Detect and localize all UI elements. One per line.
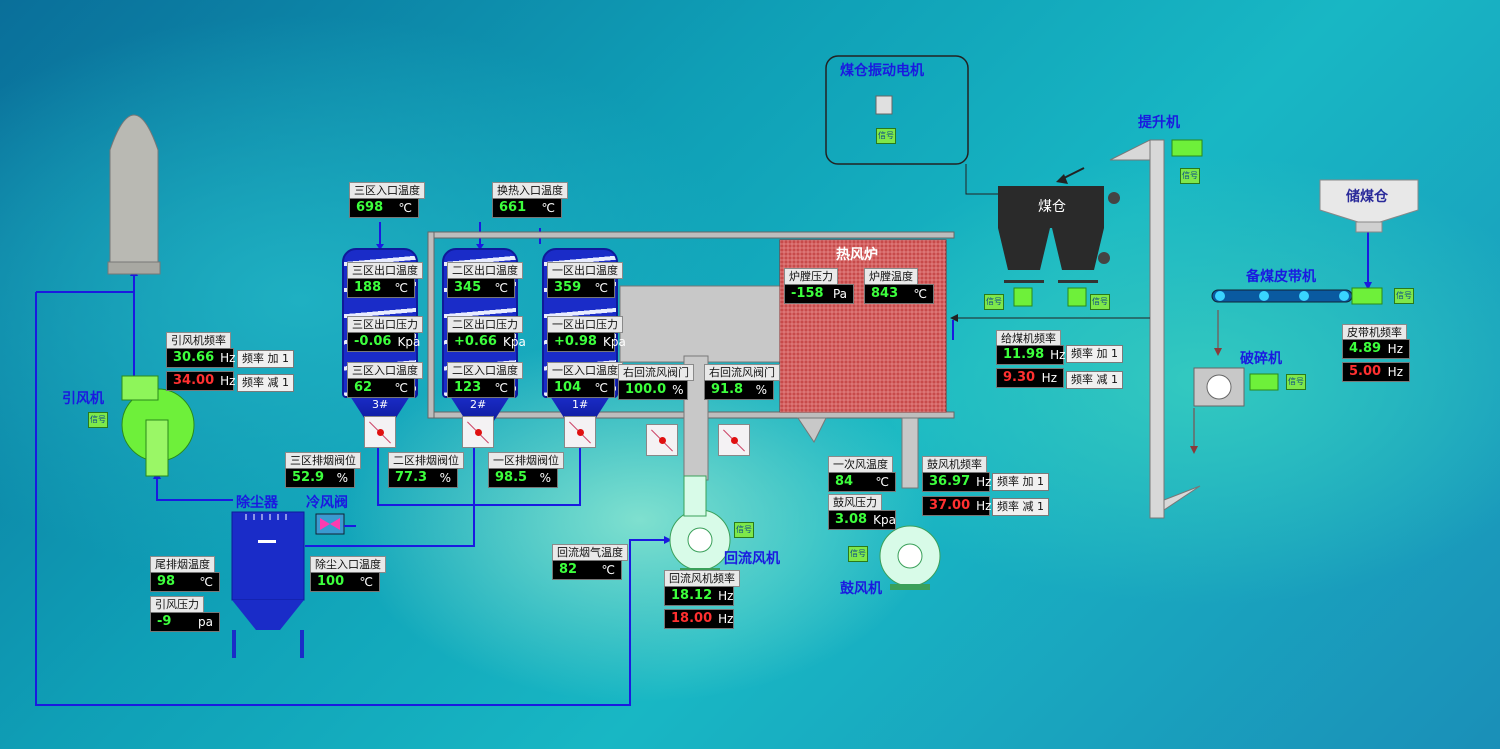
tail-exhaust-temp-label: 尾排烟温度 xyxy=(150,556,215,573)
t3-out-temp-label: 三区出口温度 xyxy=(347,262,423,279)
hx-inlet-temp-value: 661℃ xyxy=(492,198,562,218)
return-smoke-temp-value: 82℃ xyxy=(552,560,622,580)
zone2-exhaust-damper-valve-icon[interactable] xyxy=(462,416,494,448)
zone3-exhaust-valve-label: 三区排烟阀位 xyxy=(285,452,361,469)
blower-freq-label: 鼓风机频率 xyxy=(922,456,987,473)
blower-freq-down-button[interactable]: 频率 减 1 xyxy=(992,498,1049,516)
t1-out-temp-value: 359℃ xyxy=(547,278,615,298)
primary-air-temp-label: 一次风温度 xyxy=(828,456,893,473)
t2-in-temp-value: 123℃ xyxy=(447,378,515,398)
storage-bin-title: 储煤仓 xyxy=(1346,189,1388,205)
induced-freq-label: 引风机频率 xyxy=(166,332,231,349)
zone3-exhaust-damper-valve-icon[interactable] xyxy=(364,416,396,448)
induced-press-label: 引风压力 xyxy=(150,596,204,613)
elevator-title: 提升机 xyxy=(1138,115,1180,131)
belt-freq-label: 皮带机频率 xyxy=(1342,324,1407,341)
right-return-valve2-value: 91.8% xyxy=(704,380,774,400)
return-smoke-temp-label: 回流烟气温度 xyxy=(552,544,628,561)
induced-fan-title: 引风机 xyxy=(62,391,104,407)
belt-title: 备煤皮带机 xyxy=(1246,269,1316,285)
zone2-exhaust-valve-value: 77.3% xyxy=(388,468,458,488)
t2-out-temp-value: 345℃ xyxy=(447,278,515,298)
coal-feed-freq-down-button[interactable]: 频率 减 1 xyxy=(1066,371,1123,389)
belt-status-tag-icon[interactable]: 信号 xyxy=(1394,288,1414,304)
right-return-valve1-label: 右回流风阀门 xyxy=(618,364,694,381)
zone1-exhaust-valve-value: 98.5% xyxy=(488,468,558,488)
furnace-temp-label: 炉膛温度 xyxy=(864,268,918,285)
right-return-valve1-value: 100.0% xyxy=(618,380,688,400)
zone3-inlet-temp-value: 698℃ xyxy=(349,198,419,218)
t1-out-temp-label: 一区出口温度 xyxy=(547,262,623,279)
coal-motor-status-tag-icon[interactable]: 信号 xyxy=(876,128,896,144)
tower-1-label: 1# xyxy=(572,398,589,411)
t2-out-temp-label: 二区出口温度 xyxy=(447,262,523,279)
furnace-press-label: 炉膛压力 xyxy=(784,268,838,285)
t1-in-temp-value: 104℃ xyxy=(547,378,615,398)
crusher-title: 破碎机 xyxy=(1240,351,1282,367)
blower-freq-up-button[interactable]: 频率 加 1 xyxy=(992,473,1049,491)
zone2-exhaust-valve-label: 二区排烟阀位 xyxy=(388,452,464,469)
hx-inlet-temp-label: 换热入口温度 xyxy=(492,182,568,199)
right-return-valve2-label: 右回流风阀门 xyxy=(704,364,780,381)
elevator-status-tag-icon[interactable]: 信号 xyxy=(1180,168,1200,184)
dust-inlet-temp-label: 除尘入口温度 xyxy=(310,556,386,573)
induced-freq-down-button[interactable]: 频率 减 1 xyxy=(237,374,294,392)
return-damper1-valve-icon[interactable] xyxy=(646,424,678,456)
return-fan-status-tag-icon[interactable]: 信号 xyxy=(734,522,754,538)
coal-bin-title: 煤仓 xyxy=(1038,199,1066,215)
zone3-exhaust-valve-value: 52.9% xyxy=(285,468,355,488)
furnace-temp-value: 843℃ xyxy=(864,284,934,304)
zone1-exhaust-damper-valve-icon[interactable] xyxy=(564,416,596,448)
t3-out-press-label: 三区出口压力 xyxy=(347,316,423,333)
tower-2-label: 2# xyxy=(470,398,487,411)
t2-out-press-label: 二区出口压力 xyxy=(447,316,523,333)
blower-status-tag-icon[interactable]: 信号 xyxy=(848,546,868,562)
blower-title: 鼓风机 xyxy=(840,581,882,597)
zone3-inlet-temp-label: 三区入口温度 xyxy=(349,182,425,199)
return-fan-title: 回流风机 xyxy=(724,551,780,567)
cold-valve-title: 冷风阀 xyxy=(306,495,348,511)
t2-in-temp-label: 二区入口温度 xyxy=(447,362,523,379)
zone1-exhaust-valve-label: 一区排烟阀位 xyxy=(488,452,564,469)
t3-in-temp-value: 62℃ xyxy=(347,378,415,398)
t1-in-temp-label: 一区入口温度 xyxy=(547,362,623,379)
t1-out-press-label: 一区出口压力 xyxy=(547,316,623,333)
tower-3-label: 3# xyxy=(372,398,389,411)
feeder1-status-tag-icon[interactable]: 信号 xyxy=(984,294,1004,310)
coal-feed-freq-up-button[interactable]: 频率 加 1 xyxy=(1066,345,1123,363)
t3-in-temp-label: 三区入口温度 xyxy=(347,362,423,379)
coal-feed-freq-label: 给煤机频率 xyxy=(996,330,1061,347)
dust-inlet-temp-value: 100℃ xyxy=(310,572,380,592)
crusher-status-tag-icon[interactable]: 信号 xyxy=(1286,374,1306,390)
coal-motor-title: 煤仓振动电机 xyxy=(840,63,924,79)
dust-collector-title: 除尘器 xyxy=(236,495,278,511)
feeder2-status-tag-icon[interactable]: 信号 xyxy=(1090,294,1110,310)
tail-exhaust-temp-value: 98℃ xyxy=(150,572,220,592)
induced-fan-status-tag-icon[interactable]: 信号 xyxy=(88,412,108,428)
return-freq-label: 回流风机频率 xyxy=(664,570,740,587)
induced-freq-up-button[interactable]: 频率 加 1 xyxy=(237,350,294,368)
return-damper2-valve-icon[interactable] xyxy=(718,424,750,456)
hot-furnace-title: 热风炉 xyxy=(836,247,878,263)
blower-press-label: 鼓风压力 xyxy=(828,494,882,511)
t3-out-temp-value: 188℃ xyxy=(347,278,415,298)
primary-air-temp-value: 84℃ xyxy=(828,472,896,492)
